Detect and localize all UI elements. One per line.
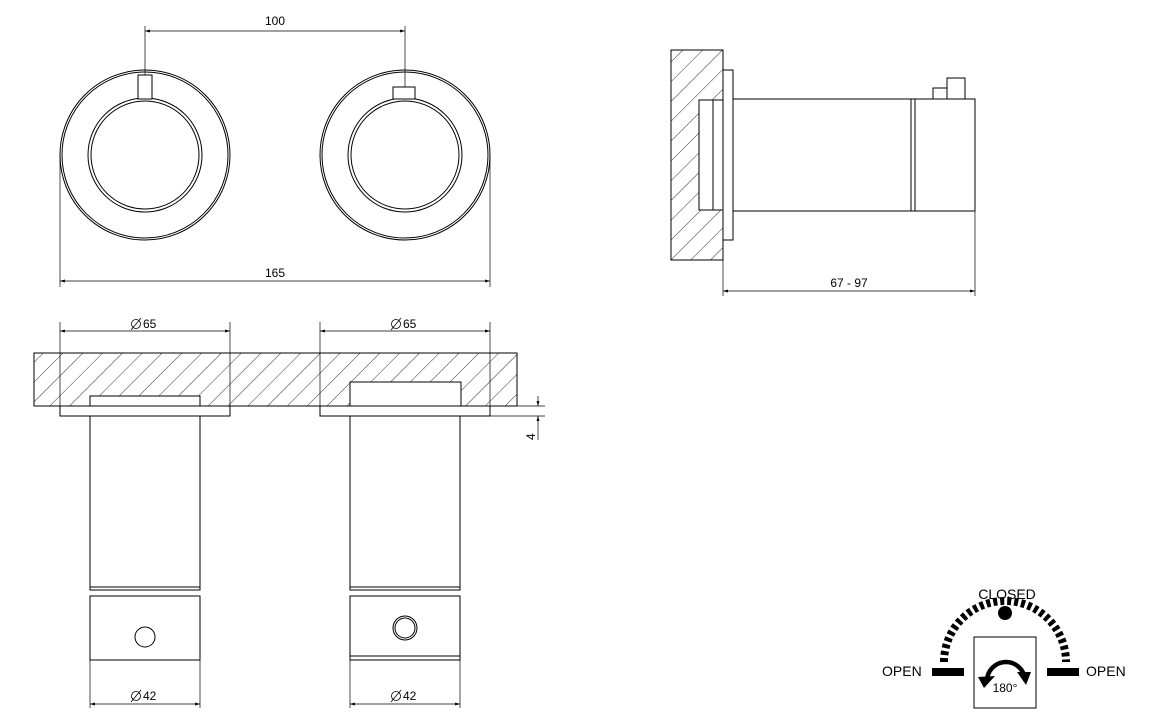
dim-body-right: 42 xyxy=(403,689,417,703)
open-right-bar xyxy=(1047,668,1079,676)
angle-label: 180° xyxy=(993,681,1018,695)
dim-rosette-left: 65 xyxy=(143,317,157,331)
front-view xyxy=(59,26,491,287)
dim-depth-range: 67 - 97 xyxy=(830,276,868,290)
open-left-label: OPEN xyxy=(882,663,922,679)
dim-spacing: 100 xyxy=(265,14,285,28)
section-dimensions xyxy=(59,322,545,708)
rotation-arc xyxy=(940,597,1070,663)
left-body xyxy=(89,415,201,591)
rotate-arrow-icon xyxy=(978,659,1031,688)
open-right-label: OPEN xyxy=(1086,663,1126,679)
dim-offset: 4 xyxy=(524,433,538,440)
closed-label: CLOSED xyxy=(978,586,1036,602)
rotation-diagram xyxy=(932,597,1079,709)
diameter-symbol-icon xyxy=(130,317,402,703)
right-body xyxy=(349,415,461,591)
right-knob-front xyxy=(319,69,491,241)
dim-rosette-right: 65 xyxy=(403,317,417,331)
dim-body-left: 42 xyxy=(143,689,157,703)
open-left-bar xyxy=(932,668,964,676)
side-view xyxy=(670,49,976,296)
section-view xyxy=(33,352,518,661)
closed-position-dot xyxy=(998,606,1012,620)
left-knob-front xyxy=(59,69,231,241)
dim-overall-width: 165 xyxy=(265,266,285,280)
